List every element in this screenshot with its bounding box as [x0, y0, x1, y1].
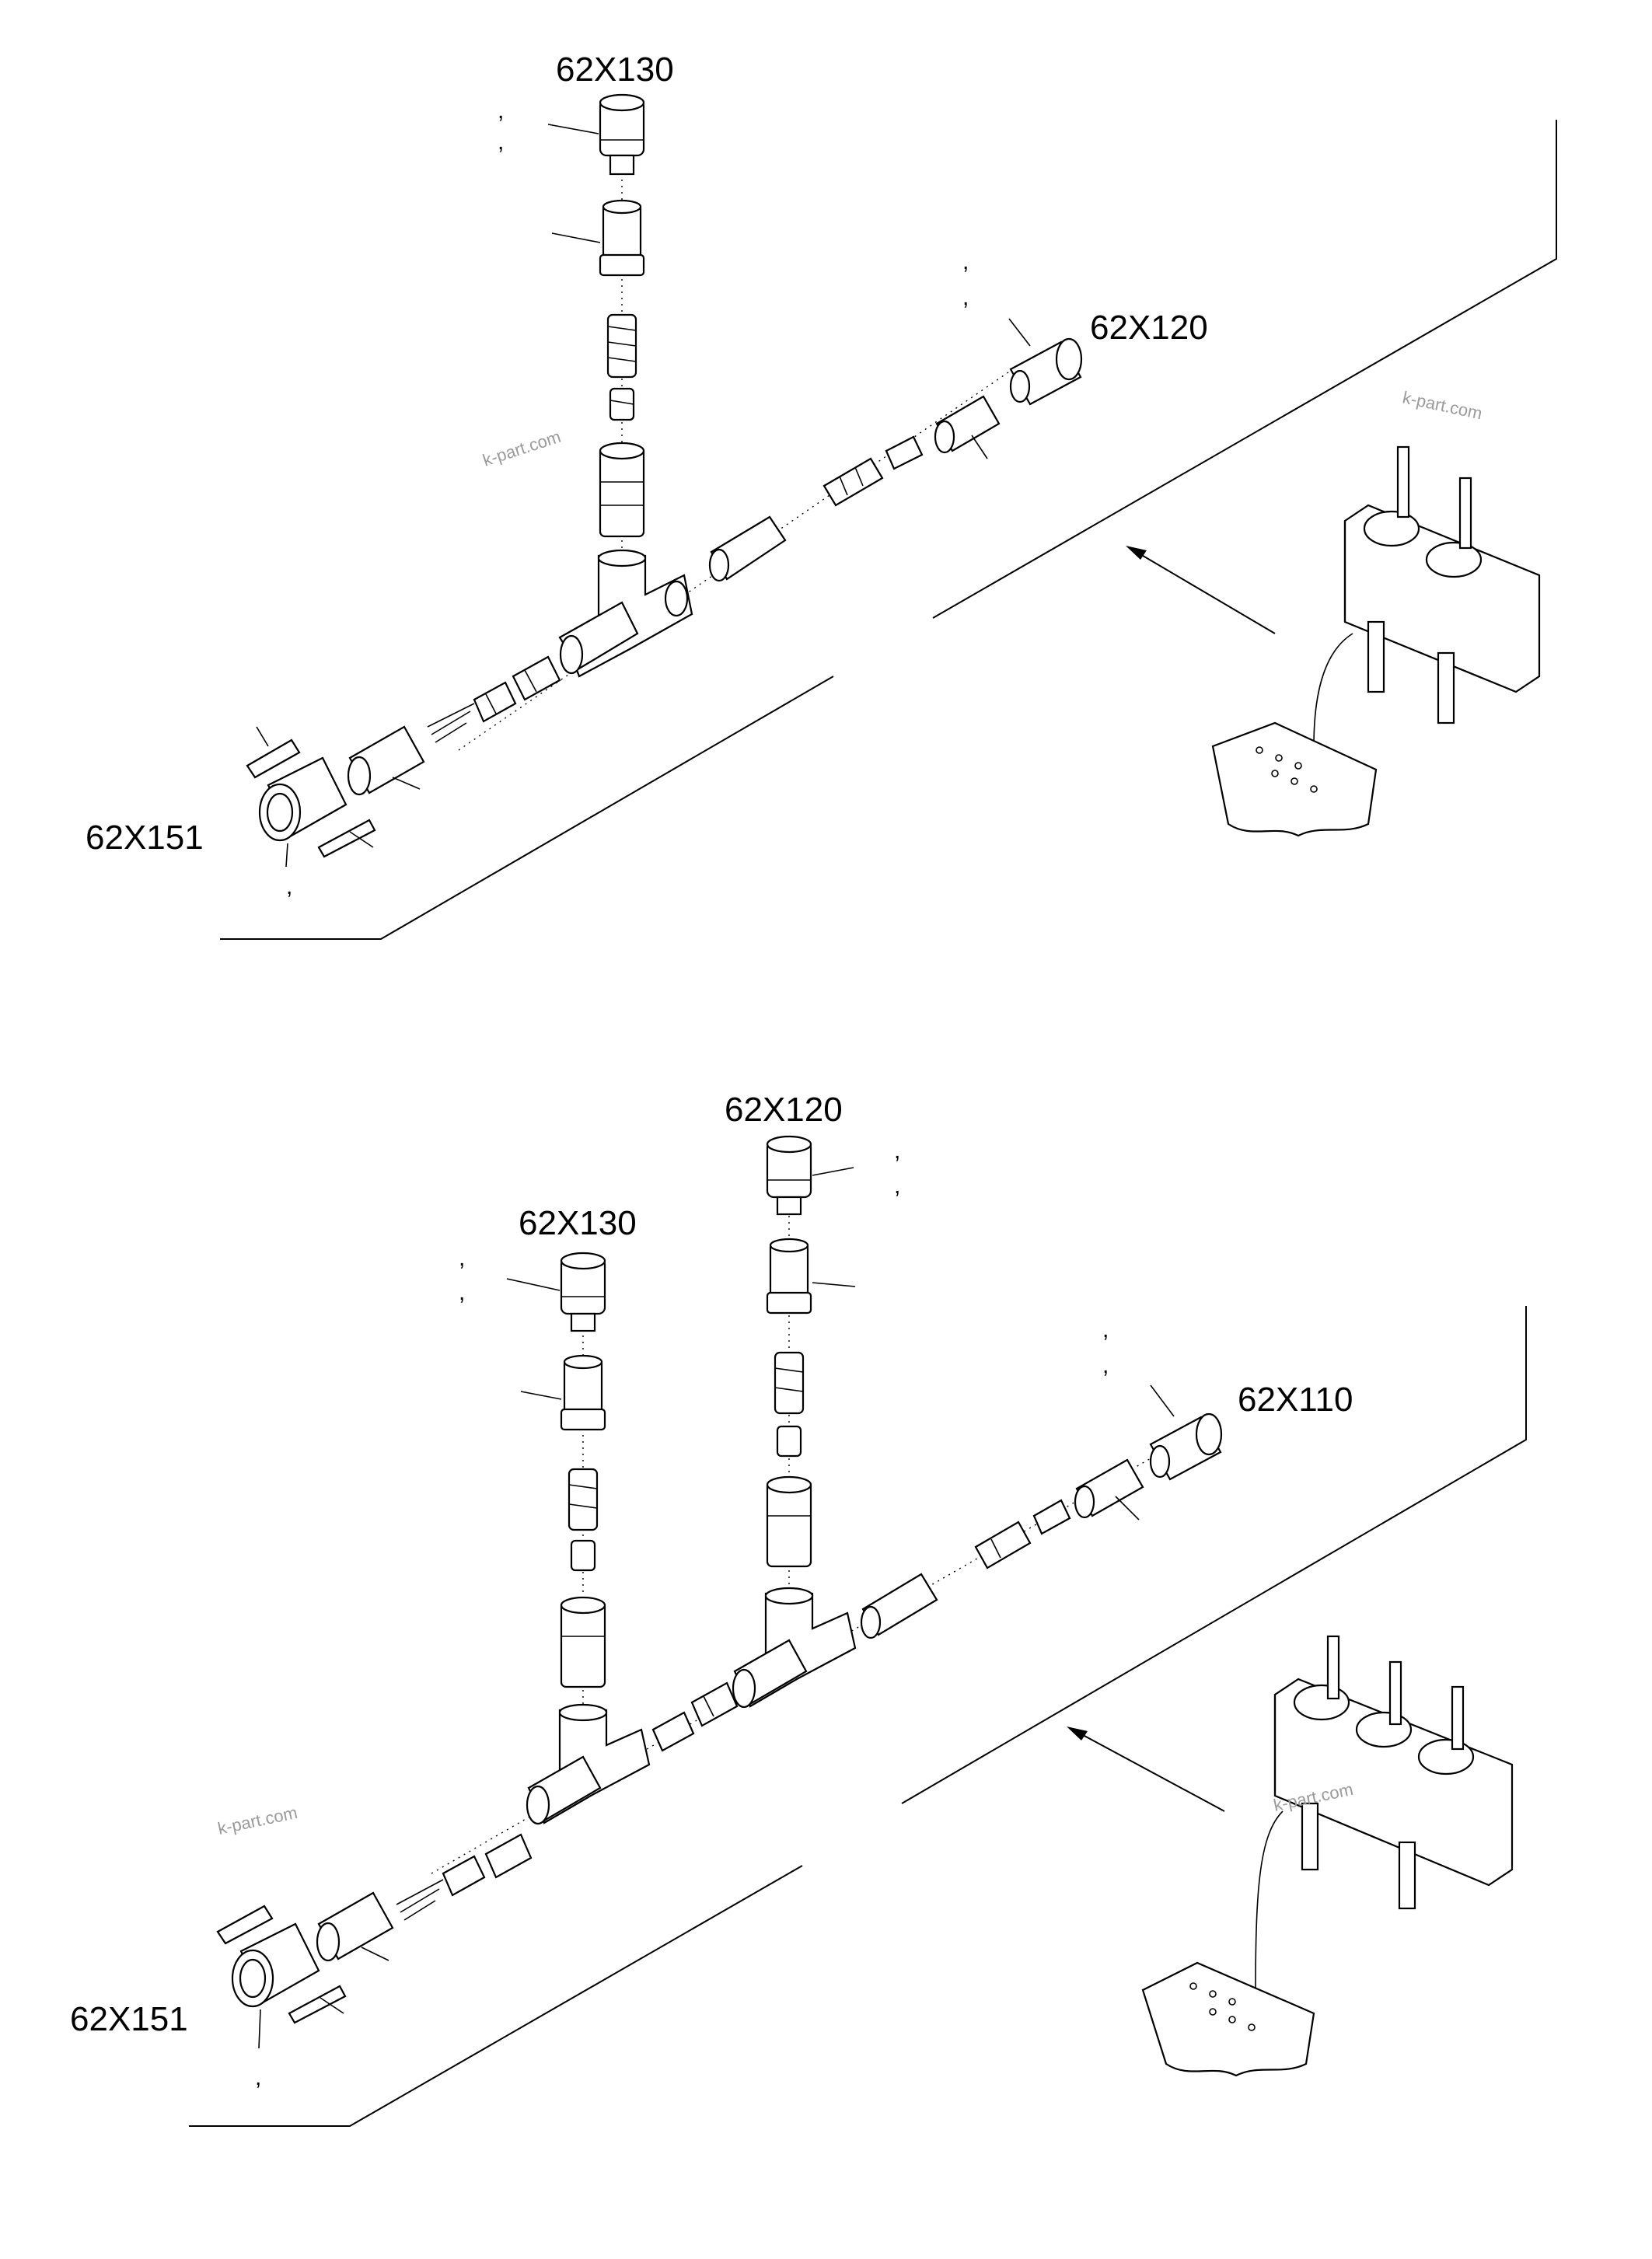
top-mark-a1: , — [498, 98, 504, 124]
bottom-elbow-coupler-right — [732, 1639, 808, 1709]
top-leader-right-sleeve — [971, 435, 988, 459]
top-mark-b1: , — [962, 249, 969, 274]
bottom-mid-spring-1 — [690, 1681, 739, 1727]
top-connector-62x151 — [258, 756, 348, 842]
top-vertical-insert — [599, 442, 645, 538]
bottom-right-insert — [766, 1475, 812, 1568]
top-left-spring-1 — [512, 655, 561, 701]
bottom-frame-line-left — [189, 1865, 803, 2127]
bottom-right-diagonal-insert — [860, 1573, 938, 1639]
bottom-frame-line-right — [901, 1306, 1527, 1804]
bottom-left-diag-spring-2 — [442, 1855, 486, 1897]
bottom-wire-pins — [396, 1879, 444, 1921]
bottom-mark-c2: , — [1102, 1353, 1109, 1378]
bottom-mark-b2: , — [459, 1280, 465, 1305]
bottom-label-62x151: 62X151 — [70, 2000, 188, 2038]
bottom-connector-62x151 — [231, 1922, 320, 2008]
bottom-leader-diagonal-sleeve — [1115, 1496, 1140, 1521]
bottom-leader-contact-pin — [320, 1997, 344, 2014]
bottom-leader-62x110 — [1150, 1384, 1175, 1417]
top-label-62x120: 62X120 — [1090, 309, 1208, 347]
bottom-left-insert — [560, 1596, 606, 1688]
bottom-right-diagonal-sleeve — [1074, 1458, 1144, 1519]
bottom-watermark-1: k-part.com — [216, 1803, 299, 1838]
bottom-machine-sketch — [1067, 1635, 1514, 2077]
top-leader-sleeve — [551, 232, 601, 243]
top-watermark-2: k-part.com — [1401, 387, 1484, 423]
bottom-right-diagonal-spring-1 — [974, 1521, 1032, 1569]
top-view: 62X130 62X120 62X151 , , , , , k-part.co… — [86, 51, 1557, 940]
top-vertical-sleeve — [599, 199, 645, 277]
bottom-mark-a1: , — [894, 1138, 900, 1164]
bottom-left-spring-2 — [570, 1539, 596, 1572]
top-leader-62x120 — [1008, 318, 1031, 347]
top-connector-62x130 — [599, 93, 645, 176]
bottom-label-62x120: 62X120 — [725, 1091, 843, 1129]
top-diagonal-axis — [458, 365, 1019, 751]
bottom-leader-62x151 — [258, 2009, 261, 2049]
bottom-mid-spring-2 — [651, 1711, 695, 1752]
top-leader-62x130 — [547, 124, 599, 134]
top-left-nut — [347, 725, 425, 796]
top-label-62x130: 62X130 — [556, 51, 674, 89]
bottom-contact-pin — [288, 1985, 347, 2024]
top-connector-62x120 — [1009, 337, 1083, 406]
bottom-connector-62x120 — [766, 1135, 812, 1216]
bottom-left-diag-spring-1 — [484, 1833, 533, 1879]
top-machine-sketch — [1126, 445, 1541, 837]
bottom-view: 62X120 62X130 62X110 62X151 , , , , , , … — [70, 1091, 1527, 2127]
top-leader-left-nut — [392, 777, 421, 790]
top-right-insert — [708, 515, 787, 582]
bottom-connector-62x110 — [1149, 1412, 1223, 1481]
top-vertical-spring-1 — [606, 313, 637, 379]
bottom-left-spring-1 — [568, 1468, 599, 1531]
bottom-right-spring-2 — [776, 1425, 802, 1458]
bottom-leader-left-sleeve — [520, 1391, 562, 1400]
top-wire-pins — [427, 703, 475, 743]
top-vertical-spring-2 — [609, 387, 635, 421]
bottom-label-62x130: 62X130 — [519, 1204, 637, 1242]
top-mark-c1: , — [286, 874, 292, 899]
top-mark-a2: , — [498, 129, 504, 155]
bottom-mark-b1: , — [459, 1245, 465, 1271]
top-elbow-coupler — [558, 601, 639, 675]
bottom-leader-62x130 — [506, 1278, 561, 1291]
bottom-label-62x110: 62X110 — [1238, 1381, 1353, 1419]
top-frame-line-left — [220, 676, 834, 940]
top-watermark-1: k-part.com — [480, 427, 564, 470]
bottom-leader-62x120 — [812, 1167, 854, 1176]
bottom-elbow-coupler-left — [526, 1755, 602, 1825]
bottom-left-nut — [316, 1891, 394, 1962]
top-contact-pin — [317, 819, 376, 858]
bottom-left-sleeve — [560, 1354, 606, 1431]
bottom-connector-62x130 — [560, 1252, 606, 1332]
top-frame-line-right — [932, 120, 1557, 619]
top-right-spring-2 — [885, 435, 924, 470]
bottom-mark-a2: , — [894, 1173, 900, 1199]
bottom-right-sleeve — [766, 1238, 812, 1315]
bottom-right-diagonal-spring-2 — [1032, 1499, 1071, 1535]
top-label-62x151: 62X151 — [86, 819, 204, 857]
bottom-pin-rod — [216, 1905, 274, 1945]
bottom-leader-left-nut — [361, 1947, 389, 1961]
bottom-right-spring-1 — [774, 1351, 805, 1415]
top-right-sleeve — [934, 395, 1001, 454]
top-pin-rod — [246, 738, 301, 779]
top-leader-pin-rod — [256, 726, 269, 747]
top-right-spring-1 — [823, 457, 884, 507]
bottom-leader-right-sleeve — [812, 1282, 856, 1287]
bottom-mark-c1: , — [1102, 1317, 1109, 1342]
bottom-mark-d1: , — [255, 2065, 261, 2090]
top-mark-b2: , — [962, 285, 969, 310]
top-leader-62x151 — [285, 843, 288, 868]
top-leader-contact-pin — [349, 831, 374, 848]
top-left-spring-2 — [473, 681, 517, 723]
